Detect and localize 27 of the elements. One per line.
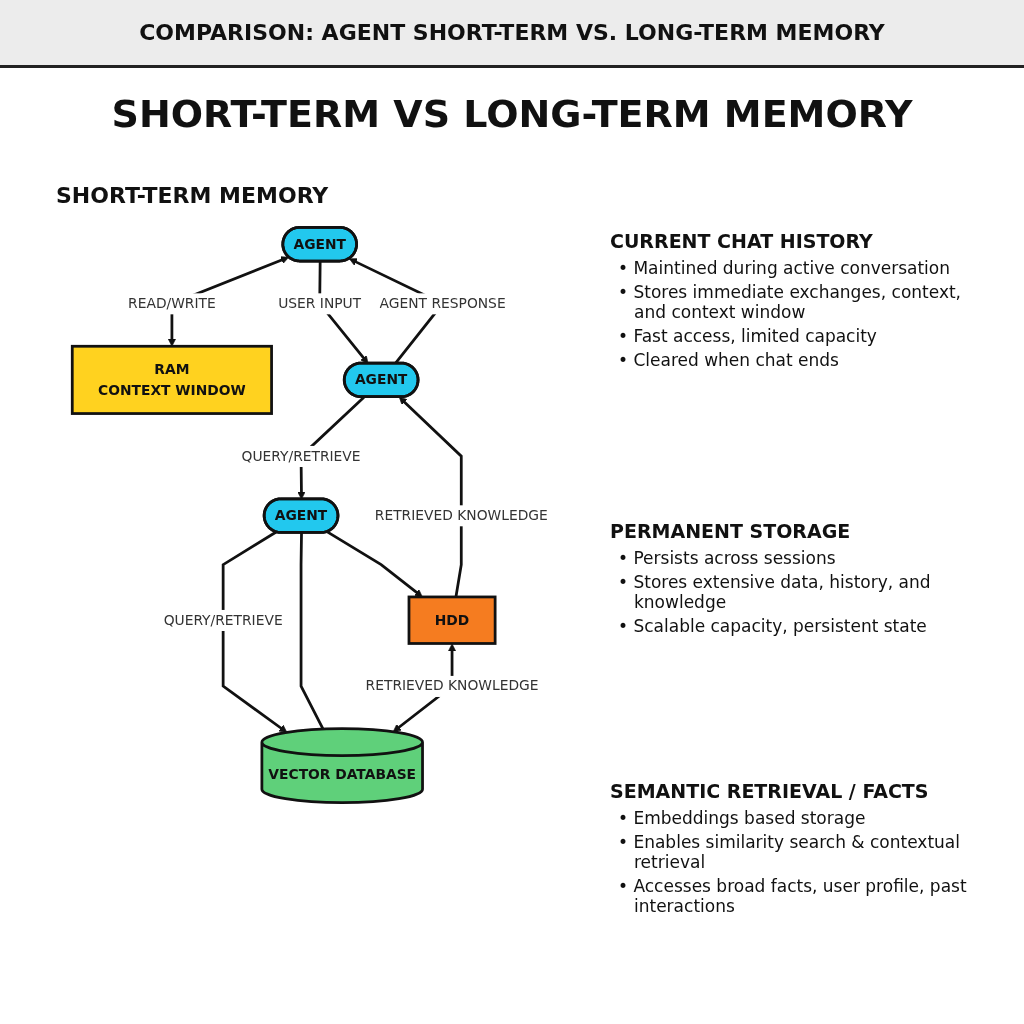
- edge-label: USER INPUT: [278, 295, 362, 312]
- edge-label: RETRIEVED KNOWLEDGE: [374, 507, 548, 524]
- bullet-point: • Enables similarity search & contextual retrieval: [618, 832, 961, 872]
- bullet-point: • Scalable capacity, persistent state: [618, 616, 928, 636]
- arrow: [221, 530, 288, 733]
- bullet-point: • Persists across sessions: [618, 548, 837, 568]
- bullet-point: • Stores immediate exchanges, context, and context window: [618, 282, 962, 322]
- bullet-point: • Cleared when chat ends: [618, 350, 840, 370]
- connector: [299, 532, 325, 730]
- panel-heading: SEMANTIC RETRIEVAL / FACTS: [610, 780, 930, 802]
- bullet-point: • Embeddings based storage: [618, 808, 867, 828]
- bullet-point: • Fast access, limited capacity: [618, 326, 878, 346]
- panel-heading: CURRENT CHAT HISTORY: [610, 230, 874, 252]
- bullet-point: • Accesses broad facts, user profile, past interactions: [618, 876, 968, 916]
- edge-label: QUERY/RETRIEVE: [241, 447, 361, 465]
- edge-label: READ/WRITE: [128, 295, 216, 312]
- header-text: COMPARISON: AGENT SHORT-TERM VS. LONG-TERM MEMORY: [139, 20, 885, 45]
- edge-label: AGENT RESPONSE: [379, 295, 506, 312]
- bullet-point: • Maintined during active conversation: [618, 258, 952, 278]
- section-heading: SHORT-TERM MEMORY: [56, 183, 329, 208]
- node-box: RAM CONTEXT WINDOW: [70, 344, 273, 415]
- bullet-point: • Stores extensive data, history, and knowledge: [618, 572, 932, 612]
- edge-label: QUERY/RETRIEVE: [163, 611, 283, 629]
- edge-label: RETRIEVED KNOWLEDGE: [365, 677, 539, 695]
- panel-heading: PERMANENT STORAGE: [610, 520, 852, 542]
- diagram-title: SHORT-TERM VS LONG-TERM MEMORY: [110, 92, 914, 136]
- node-box: HDD: [407, 595, 497, 645]
